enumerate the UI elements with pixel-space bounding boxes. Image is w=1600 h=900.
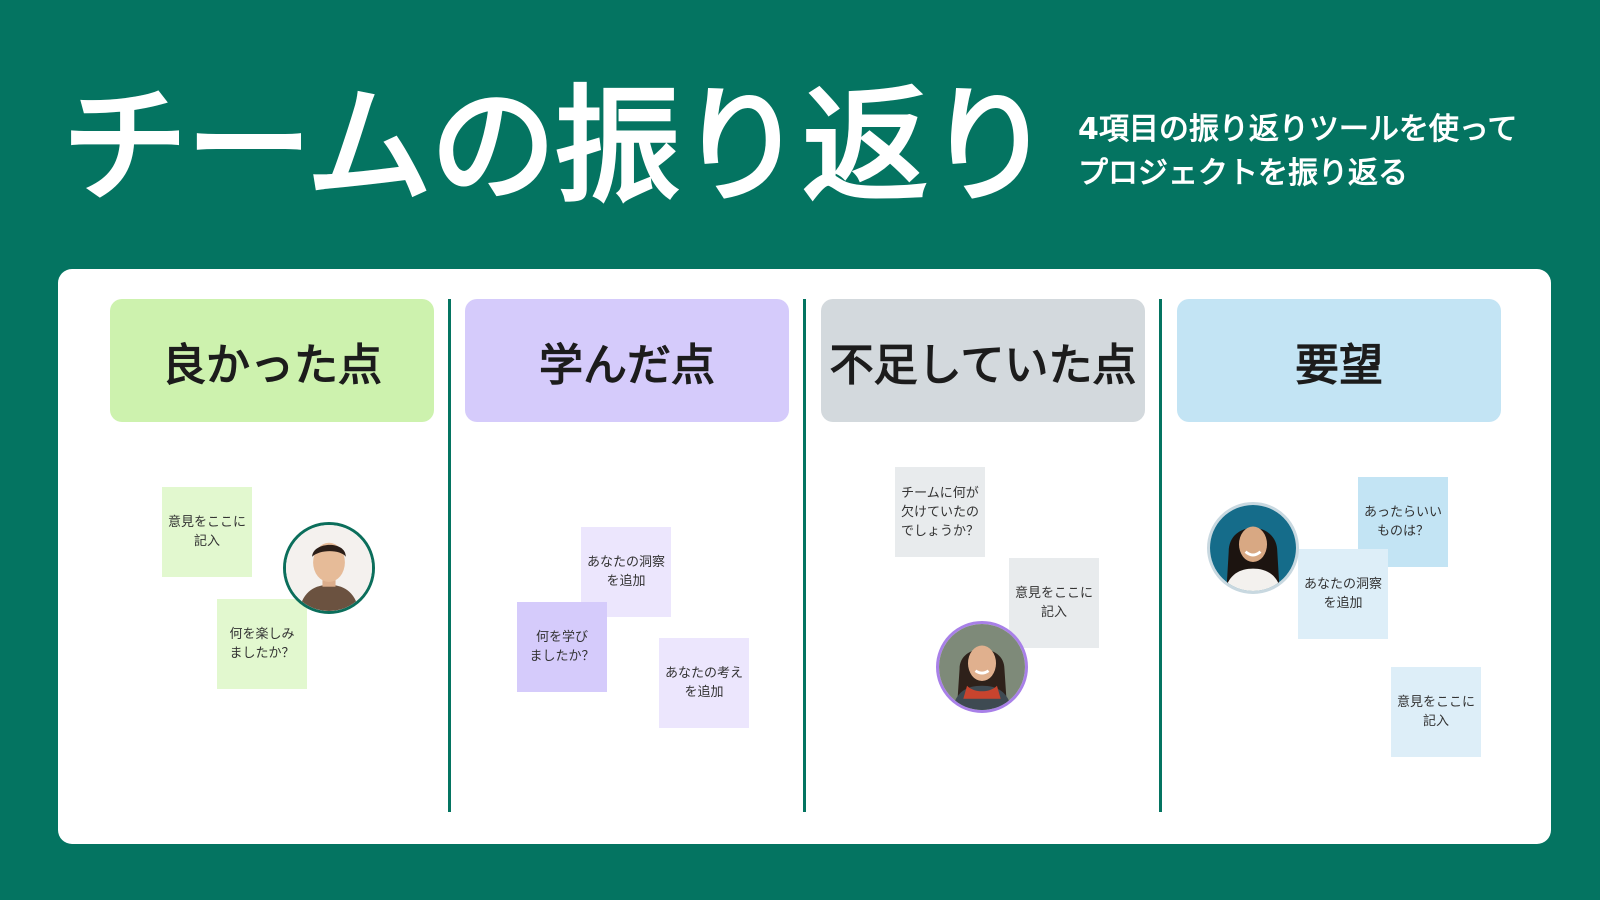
sticky-note[interactable]: 何を学び ましたか？ <box>517 602 607 692</box>
sticky-note[interactable]: 何を楽しみ ましたか？ <box>217 599 307 689</box>
sticky-note-text: 意見をここに 記入 <box>167 515 246 549</box>
participant-avatar[interactable] <box>283 522 375 614</box>
person-avatar-icon <box>1210 505 1296 591</box>
column-divider <box>803 299 806 812</box>
sticky-note-text: チームに何が 欠けていたの でしょうか？ <box>900 485 979 539</box>
sticky-note[interactable]: あなたの考え を追加 <box>659 638 749 728</box>
sticky-note-text: あなたの洞察 を追加 <box>586 555 665 589</box>
person-avatar-icon <box>939 624 1025 710</box>
page-subtitle: 4項目の振り返りツールを使って プロジェクトを振り返る <box>1078 108 1517 196</box>
column-header-label: 良かった点 <box>162 339 382 391</box>
sticky-note-text: あなたの洞察 を追加 <box>1303 577 1382 611</box>
column-header-label: 要望 <box>1295 339 1383 391</box>
sticky-note[interactable]: あなたの洞察 を追加 <box>581 527 671 617</box>
page-title: チームの振り返り <box>62 73 1052 220</box>
column-divider <box>448 299 451 812</box>
sticky-note[interactable]: 意見をここに 記入 <box>1009 558 1099 648</box>
column-header-learned[interactable]: 学んだ点 <box>465 299 789 422</box>
sticky-note-text: あなたの考え を追加 <box>664 666 743 700</box>
subtitle-line-2: プロジェクトを振り返る <box>1078 156 1408 191</box>
person-avatar-icon <box>286 525 372 611</box>
sticky-note[interactable]: あなたの洞察 を追加 <box>1298 549 1388 639</box>
sticky-note[interactable]: 意見をここに 記入 <box>1391 667 1481 757</box>
sticky-note[interactable]: 意見をここに 記入 <box>162 487 252 577</box>
column-divider <box>1159 299 1162 812</box>
column-header-lacked[interactable]: 不足していた点 <box>821 299 1145 422</box>
column-header-good[interactable]: 良かった点 <box>110 299 434 422</box>
participant-avatar[interactable] <box>936 621 1028 713</box>
sticky-note[interactable]: チームに何が 欠けていたの でしょうか？ <box>895 467 985 557</box>
retro-board: 良かった点 学んだ点 不足していた点 要望 意見をここに 記入 何を楽しみ まし… <box>58 269 1551 844</box>
sticky-note-text: あったらいい ものは？ <box>1363 505 1442 539</box>
column-header-label: 不足していた点 <box>829 339 1137 391</box>
sticky-note-text: 意見をここに 記入 <box>1396 695 1475 729</box>
participant-avatar[interactable] <box>1207 502 1299 594</box>
subtitle-line-1: 4項目の振り返りツールを使って <box>1078 112 1518 147</box>
sticky-note-text: 意見をここに 記入 <box>1014 586 1093 620</box>
column-header-label: 学んだ点 <box>539 339 715 391</box>
sticky-note-text: 何を楽しみ ましたか？ <box>229 627 295 661</box>
sticky-note-text: 何を学び ましたか？ <box>529 630 595 664</box>
column-header-wished[interactable]: 要望 <box>1177 299 1501 422</box>
